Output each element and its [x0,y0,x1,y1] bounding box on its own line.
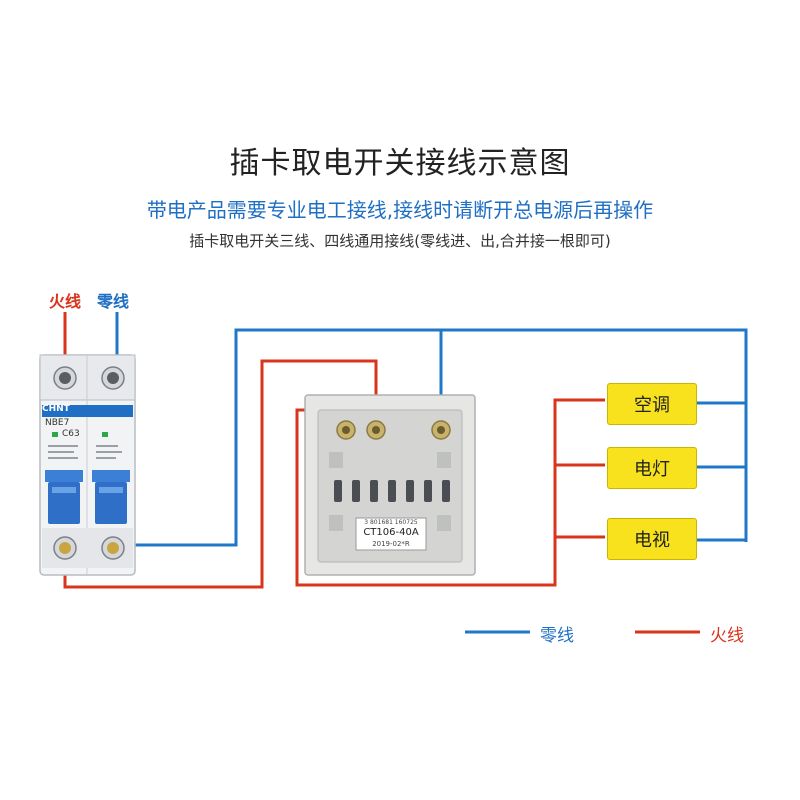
legend-live-label: 火线 [710,626,744,646]
switch-model: CT106-40A [363,527,419,538]
neutral-wire-label: 零线 [97,292,130,311]
breaker-rating: C63 [62,429,80,439]
diagram-title: 插卡取电开关接线示意图 [229,146,571,181]
breaker-model: NBE7 [45,418,70,428]
switch-barcode-number: 3 801681 160725 [364,519,418,526]
circuit-breaker [39,354,136,576]
appliance-tv: 电视 [607,518,697,560]
live-main-wire [63,359,378,589]
safety-warning: 带电产品需要专业电工接线,接线时请断开总电源后再操作 [146,198,654,222]
breaker-brand: CHNT [42,404,70,414]
switch-date-code: 2019-02*R [372,540,410,548]
appliance-air-conditioner: 空调 [607,383,697,425]
legend-neutral-label: 零线 [540,626,574,646]
live-wire-label: 火线 [49,292,82,311]
card-switch [304,394,476,576]
wiring-note: 插卡取电开关三线、四线通用接线(零线进、出,合并接一根即可) [189,232,611,250]
appliance-light: 电灯 [607,447,697,489]
neutral-main-wire [115,328,748,547]
